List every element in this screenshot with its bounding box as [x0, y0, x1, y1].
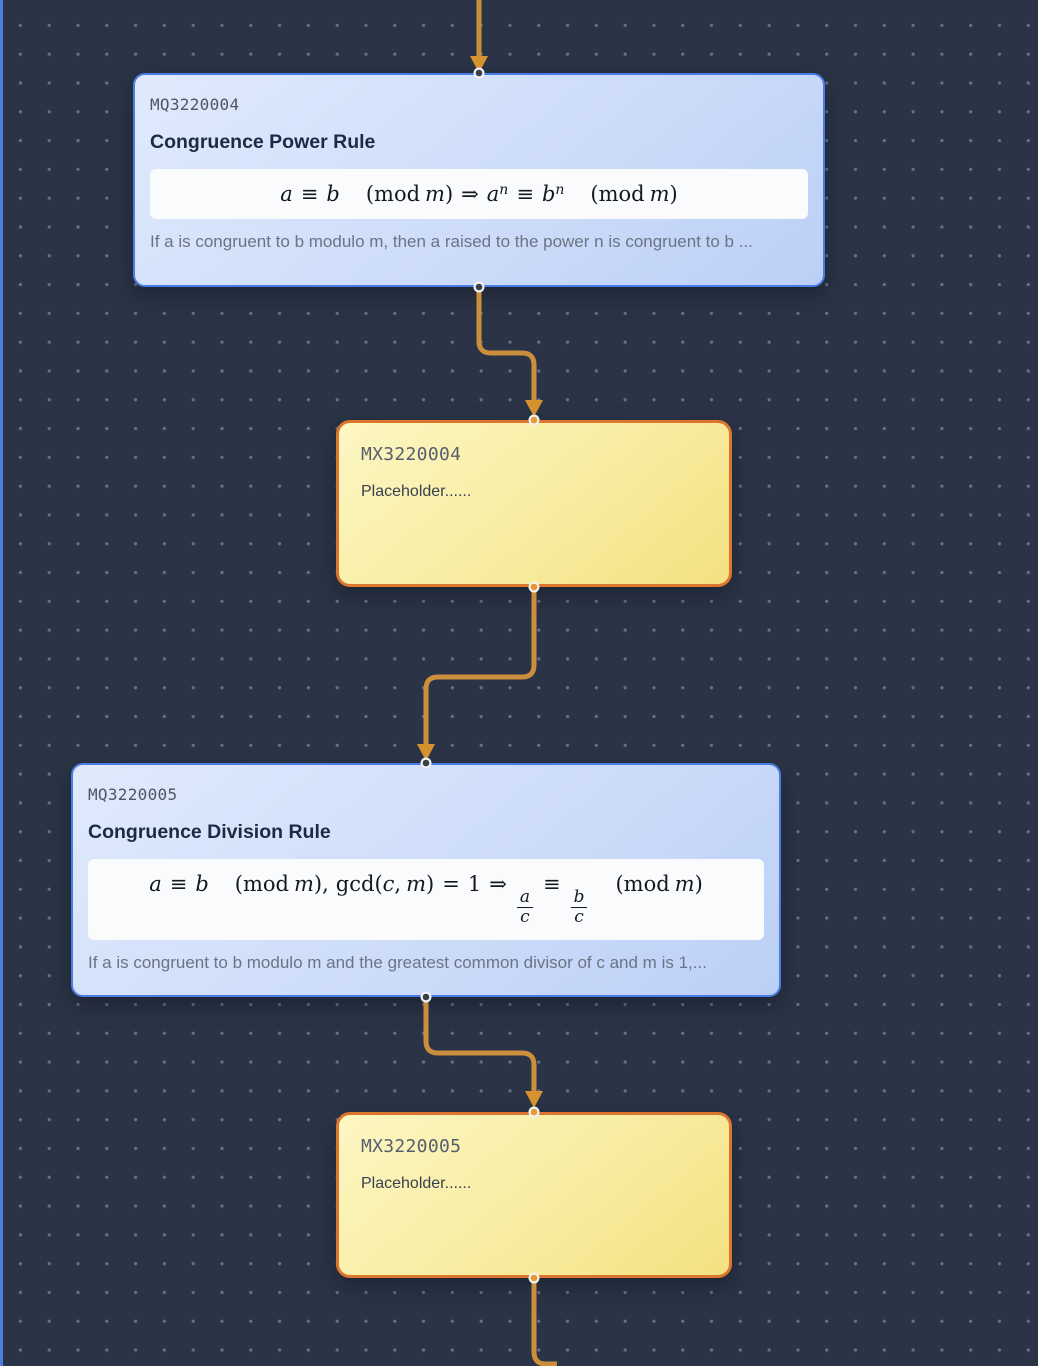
math-rparen: ): [669, 182, 678, 206]
handle-mx3220004-source[interactable]: [528, 581, 540, 593]
math-rparen: ): [313, 872, 323, 896]
node-title: Congruence Division Rule: [88, 821, 331, 843]
math-var-b: b: [326, 182, 340, 206]
math-equals: =: [442, 872, 460, 896]
handle-mq3220005-target[interactable]: [420, 757, 432, 769]
math-var-a: a: [519, 886, 530, 907]
edge-mx3220005-out[interactable]: [531, 1279, 557, 1366]
math-var-c: c: [571, 906, 587, 927]
math-rparen: ): [694, 872, 703, 896]
edge-mx3220004-to-mq3220005[interactable]: [423, 588, 537, 745]
math-equiv: ≡: [516, 182, 534, 206]
arrowhead-into-mq3220004: [470, 56, 488, 73]
math-var-c: c: [382, 872, 395, 896]
edge-mq3220005-to-mx3220005[interactable]: [423, 998, 537, 1092]
math-one: 1: [467, 872, 482, 896]
handle-mx3220005-target[interactable]: [528, 1106, 540, 1118]
math-mod: mod: [623, 872, 670, 896]
math-lparen: (: [590, 182, 599, 206]
node-mx3220004[interactable]: MX3220004 Placeholder......: [336, 420, 732, 587]
math-lparen: (: [615, 872, 624, 896]
math-lparen: (: [365, 182, 375, 206]
math-equiv: ≡: [169, 872, 188, 896]
math-equiv: ≡: [542, 872, 561, 896]
math-sup-n: n: [499, 182, 509, 198]
math-var-m: m: [674, 872, 695, 896]
handle-mq3220005-source[interactable]: [420, 991, 432, 1003]
math-sup-n: n: [555, 182, 565, 198]
math-var-c: c: [517, 906, 533, 927]
math-implies: ⇒: [489, 872, 507, 896]
handle-mx3220004-target[interactable]: [528, 414, 540, 426]
math-var-b: b: [541, 182, 556, 206]
handle-mq3220004-target[interactable]: [473, 67, 485, 79]
math-var-b: b: [195, 872, 209, 896]
node-id: MX3220004: [361, 444, 462, 465]
math-equiv: ≡: [300, 182, 319, 206]
math-mod: mod: [598, 182, 645, 206]
math-rparen: ): [444, 182, 454, 206]
math-var-m: m: [293, 872, 314, 896]
math-var-m: m: [649, 182, 670, 206]
edge-mq3220004-to-mx3220004[interactable]: [476, 288, 537, 401]
math-comma: ,: [322, 872, 329, 896]
math-var-m: m: [425, 182, 445, 206]
math-lparen: (: [374, 872, 383, 896]
math-lparen: (: [234, 872, 243, 896]
node-description: If a is congruent to b modulo m and the …: [88, 952, 707, 972]
math-var-a: a: [149, 872, 162, 896]
math-implies: ⇒: [461, 182, 479, 206]
math-comma: ,: [394, 872, 402, 896]
node-description: If a is congruent to b modulo m, then a …: [150, 232, 753, 252]
left-edge-border: [0, 0, 3, 1366]
node-id: MQ3220005: [88, 785, 178, 804]
math-mod: mod: [242, 872, 289, 896]
math-mod: mod: [374, 182, 421, 206]
math-var-a: a: [280, 182, 293, 206]
math-var-m: m: [406, 872, 427, 896]
handle-mx3220005-source[interactable]: [528, 1272, 540, 1284]
node-id: MX3220005: [361, 1136, 462, 1157]
node-placeholder-text: Placeholder......: [361, 483, 472, 500]
handle-mq3220004-source[interactable]: [473, 281, 485, 293]
math-var-a: a: [486, 182, 500, 206]
node-title: Congruence Power Rule: [150, 131, 376, 153]
node-placeholder-text: Placeholder......: [361, 1175, 472, 1192]
math-var-b: b: [573, 886, 585, 907]
arrowhead-mx3220004: [525, 400, 543, 417]
arrowhead-mq3220005: [417, 744, 435, 761]
math-gcd: gcd: [335, 872, 375, 896]
math-rparen: ): [426, 872, 435, 896]
arrowhead-mx3220005: [525, 1091, 543, 1108]
node-id: MQ3220004: [150, 95, 240, 114]
